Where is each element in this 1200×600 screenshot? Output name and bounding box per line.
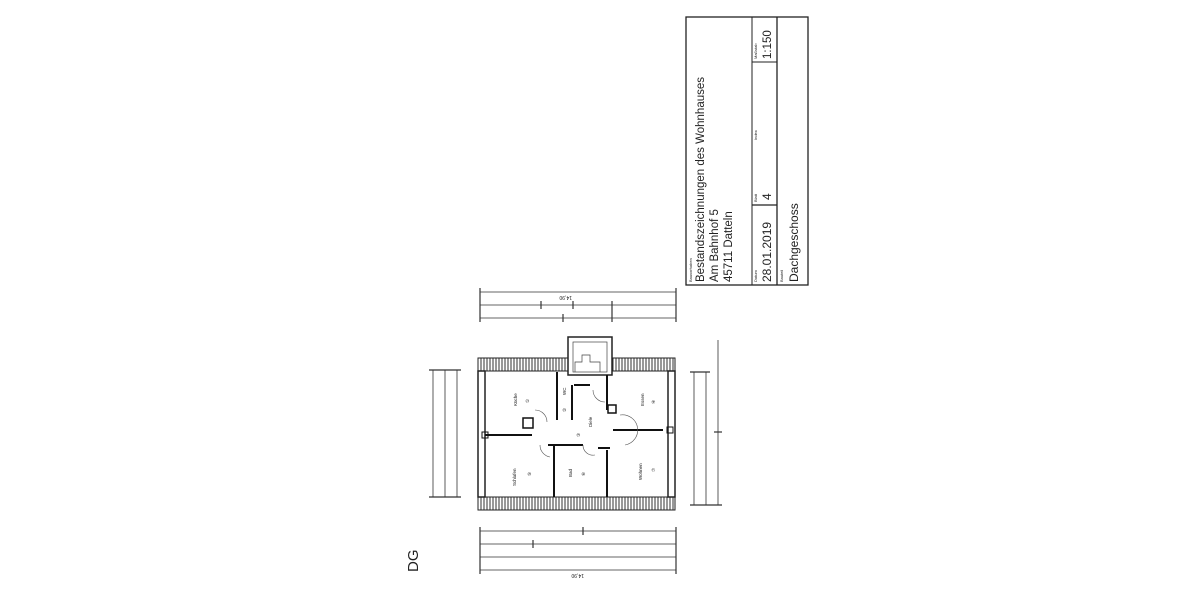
project-line-2: Am Bahnhof 5	[709, 209, 721, 282]
room-kueche: Küche	[513, 393, 518, 406]
room-number-essen: ④	[651, 399, 656, 404]
index-label: Index	[753, 130, 758, 140]
sheet-label: Blatt	[753, 193, 758, 202]
room-bad: Bad	[568, 468, 573, 477]
room-wc: WC	[562, 387, 567, 395]
room-labels: Küche ① WC ② Diele ③ Essen ④ Schlafen ⑤ …	[512, 387, 656, 486]
room-wohnen: Wohnen	[638, 463, 643, 480]
floor-label: DG	[405, 550, 422, 573]
date-value: 28.01.2019	[760, 222, 774, 282]
room-number-wc: ②	[562, 407, 567, 412]
sheet-value: 4	[760, 193, 774, 200]
part-label: Bauteil	[779, 270, 784, 282]
room-number-bad: ⑥	[581, 471, 586, 476]
overall-width-bottom: 14,90	[571, 572, 584, 578]
room-number-wohnen: ⑦	[651, 467, 656, 472]
floor-plan	[477, 336, 676, 511]
room-number-kueche: ①	[525, 398, 530, 403]
scale-label: Maßstab	[753, 43, 758, 59]
room-schlafen: Schlafen	[512, 468, 517, 486]
project-line-1: Bestandszeichnungen des Wohnhauses	[695, 77, 707, 282]
room-number-diele: ③	[576, 432, 581, 437]
room-essen: Essen	[640, 393, 645, 406]
stairwell	[567, 336, 613, 376]
part-value: Dachgeschoss	[787, 203, 801, 282]
room-number-schlafen: ⑤	[527, 471, 532, 476]
title-block: Bauvorhaben Bestandszeichnungen des Wohn…	[685, 16, 809, 286]
room-diele: Diele	[588, 416, 593, 427]
project-label: Bauvorhaben	[688, 258, 693, 282]
dimension-lines	[429, 288, 722, 574]
overall-width-top: 14,90	[559, 294, 572, 300]
date-label: Datum	[753, 270, 758, 282]
scale-value: 1:150	[762, 30, 774, 59]
project-line-3: 45711 Datteln	[723, 211, 735, 282]
